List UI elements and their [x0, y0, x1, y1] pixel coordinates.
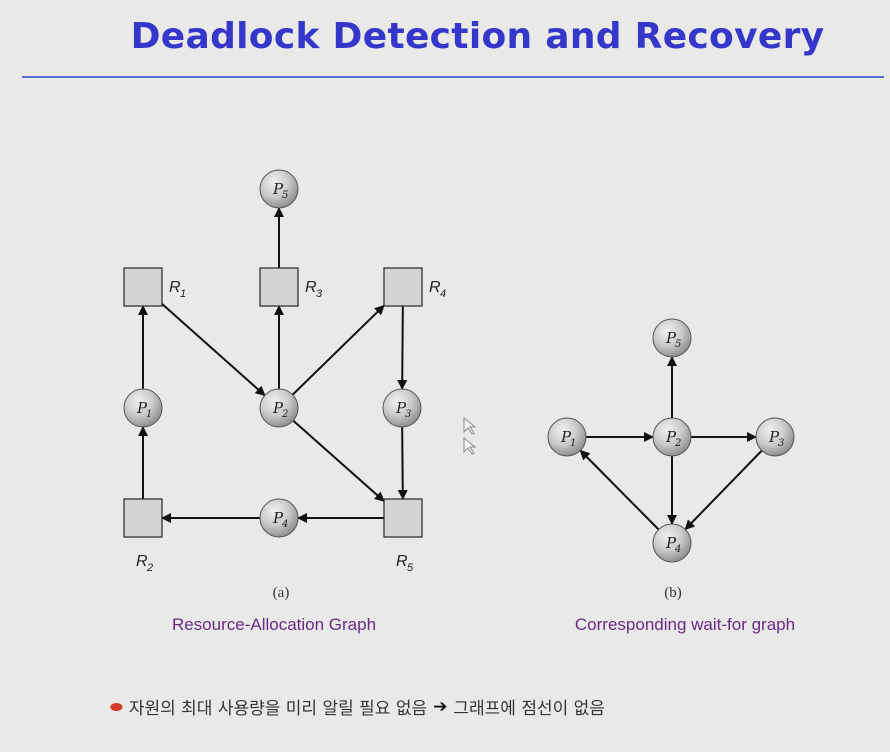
graph_a-node-p4-sub: 4	[281, 519, 288, 530]
graph_b-node-p2: P2	[652, 417, 692, 457]
arrow-icon: ➔	[433, 696, 448, 717]
graph_a-edge-p2-to-r5	[292, 419, 385, 502]
graph_b-node-p2-sub: 2	[674, 438, 681, 449]
graph_a-node-r1-sub: 1	[180, 288, 186, 300]
cursor-icon	[463, 416, 477, 455]
graph_a-node-p2-sub: 2	[281, 409, 288, 420]
graph_a-edge-r1-to-p2	[161, 303, 266, 397]
graph_a-node-p1-sub: 1	[146, 409, 152, 420]
graph_b-node-p2-letter: P	[665, 428, 677, 446]
footnote: ⬬ 자원의 최대 사용량을 미리 알릴 필요 없음 ➔ 그래프에 점선이 없음	[110, 694, 605, 720]
title-divider	[22, 76, 884, 78]
graph_a-node-p1-letter: P	[136, 399, 148, 417]
graph_a-node-p4: P4	[259, 498, 299, 538]
graph_b-node-p3-sub: 3	[778, 438, 784, 449]
graph_a-edge-p3-to-r5	[397, 426, 408, 500]
graph_b-edge-p3-to-p4	[684, 449, 763, 531]
footnote-text-after: 그래프에 점선이 없음	[453, 699, 605, 719]
graph_b-node-p5-sub: 5	[675, 339, 681, 350]
graph_a-node-p2-letter: P	[272, 399, 284, 417]
graph_a-node-p2: P2	[259, 388, 299, 428]
graph-a-sub-caption: (a)	[273, 585, 290, 601]
graph_b-node-p4: P4	[652, 523, 692, 563]
graph-a-caption: Resource-Allocation Graph	[172, 615, 376, 634]
graph_a-edge-r4-to-p3	[397, 305, 408, 391]
graph_b-node-p4-sub: 4	[674, 544, 681, 555]
graph_b-node-p3: P3	[755, 417, 795, 457]
page-title: Deadlock Detection and Recovery	[130, 16, 825, 57]
graph_a-node-r1-letter: R	[169, 279, 181, 296]
graph_a-node-r3-sub: 3	[316, 288, 323, 300]
footnote-text-before: 자원의 최대 사용량을 미리 알릴 필요 없음	[128, 699, 428, 719]
graph_a-node-p1: P1	[123, 388, 163, 428]
graph_b-node-p1-sub: 1	[570, 438, 576, 449]
graph_a-node-p3-sub: 3	[405, 409, 411, 420]
graph_a-edge-p2-to-r4	[291, 304, 385, 396]
graph_b-edge-p4-to-p1	[579, 449, 660, 531]
graph-b-sub-caption: (b)	[664, 585, 682, 601]
graph_a-node-r5-letter: R	[396, 553, 408, 570]
graph_b-node-p1: P1	[547, 417, 587, 457]
graph_b-node-p4-letter: P	[665, 534, 677, 552]
graph_b-node-p1-letter: P	[560, 428, 572, 446]
graph_a-node-p5-letter: P	[272, 180, 284, 198]
graph_a-node-p4-letter: P	[272, 509, 284, 527]
graph_a-node-r2-sub: 2	[146, 562, 153, 574]
graph_a-node-p3: P3	[382, 388, 422, 428]
graph_a-node-r4-letter: R	[429, 279, 441, 296]
graph_a-node-r3-letter: R	[305, 279, 317, 296]
graph_a-node-r5-sub: 5	[407, 562, 414, 574]
graph_a-node-r4-sub: 4	[440, 288, 446, 300]
graph_b-node-p5-letter: P	[665, 329, 677, 347]
graph_a-node-r2-letter: R	[136, 553, 148, 570]
graph-b-caption: Corresponding wait-for graph	[575, 615, 795, 634]
graph_a-node-p5: P5	[259, 169, 299, 209]
graph_b-node-p3-letter: P	[768, 428, 780, 446]
bullet-icon: ⬬	[110, 697, 123, 716]
graph_a-node-p3-letter: P	[395, 399, 407, 417]
graph_a-node-p5-sub: 5	[282, 190, 288, 201]
graph_b-node-p5: P5	[652, 318, 692, 358]
